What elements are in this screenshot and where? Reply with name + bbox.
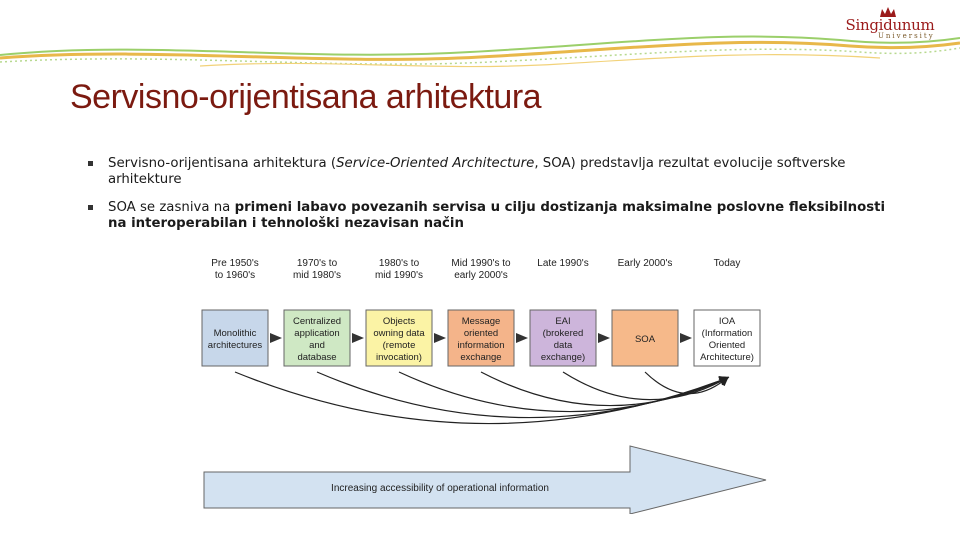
era-label: Today (714, 258, 741, 269)
singidunum-logo: Singidunum University (838, 6, 938, 42)
slide-title: Servisno-orijentisana arhitektura (70, 78, 542, 116)
era-label: Pre 1950's (211, 258, 259, 269)
connector-curve (316, 371, 730, 419)
stage-label: owning data (373, 328, 425, 339)
stage-label: Architecture) (700, 352, 754, 363)
stage-box (529, 309, 597, 367)
stage-label: application (294, 328, 339, 339)
stage-label: Monolithic (214, 328, 257, 339)
logo-name: Singidunum (845, 16, 935, 34)
era-label: mid 1980's (293, 270, 341, 281)
era-label: Mid 1990's to (451, 258, 511, 269)
stage-label: data (554, 340, 573, 351)
logo-subtitle: University (878, 32, 935, 40)
stage-box (693, 309, 761, 367)
stage-label: and (309, 340, 325, 351)
progress-arrow-label: Increasing accessibility of operational … (331, 483, 549, 494)
stage-label: oriented (464, 328, 498, 339)
era-label: Late 1990's (537, 258, 588, 269)
stage-label: invocation) (376, 352, 422, 363)
stage-box (201, 309, 269, 367)
stage-label: Objects (383, 316, 415, 327)
era-label: Early 2000's (618, 258, 673, 269)
era-label: 1970's to (297, 258, 338, 269)
era-label: to 1960's (215, 270, 255, 281)
stage-label: (Information (702, 328, 753, 339)
stage-arrow (680, 333, 692, 343)
connector-curve (644, 371, 729, 395)
header-wave-decoration (0, 35, 960, 68)
stage-arrow (270, 333, 282, 343)
bullet-item: Servisno-orijentisana arhitektura (Servi… (88, 156, 888, 188)
bullet-square-icon (88, 205, 93, 210)
stage-label: Message (462, 316, 501, 327)
logo-crest-icon (880, 7, 896, 17)
stage-arrow (352, 333, 364, 343)
stage-label: architectures (208, 340, 263, 351)
stage-label: (remote (383, 340, 416, 351)
bullet-square-icon (88, 161, 93, 166)
bullet-item: SOA se zasniva na primeni labavo povezan… (88, 200, 888, 232)
stage-label: Centralized (293, 316, 341, 327)
progress-arrow (203, 445, 767, 514)
stage-label: (brokered (543, 328, 584, 339)
stage-label: database (297, 352, 336, 363)
era-label: 1980's to (379, 258, 420, 269)
stage-box (611, 309, 679, 367)
era-label: early 2000's (454, 270, 508, 281)
stage-label: exchange) (541, 352, 585, 363)
stage-arrow (598, 333, 610, 343)
stage-box (283, 309, 351, 367)
stage-label: Oriented (709, 340, 745, 351)
stage-arrow (434, 333, 446, 343)
stage-box (447, 309, 515, 367)
stage-label: exchange (460, 352, 501, 363)
era-label: mid 1990's (375, 270, 423, 281)
stage-box (365, 309, 433, 367)
stage-label: IOA (719, 316, 736, 327)
connector-curve (480, 371, 730, 407)
stage-label: information (458, 340, 505, 351)
bullet-list: Servisno-orijentisana arhitektura (Servi… (88, 156, 888, 232)
stage-arrow (516, 333, 528, 343)
stage-label: EAI (555, 316, 570, 327)
stage-label: SOA (635, 334, 656, 345)
connector-curve (562, 371, 730, 401)
